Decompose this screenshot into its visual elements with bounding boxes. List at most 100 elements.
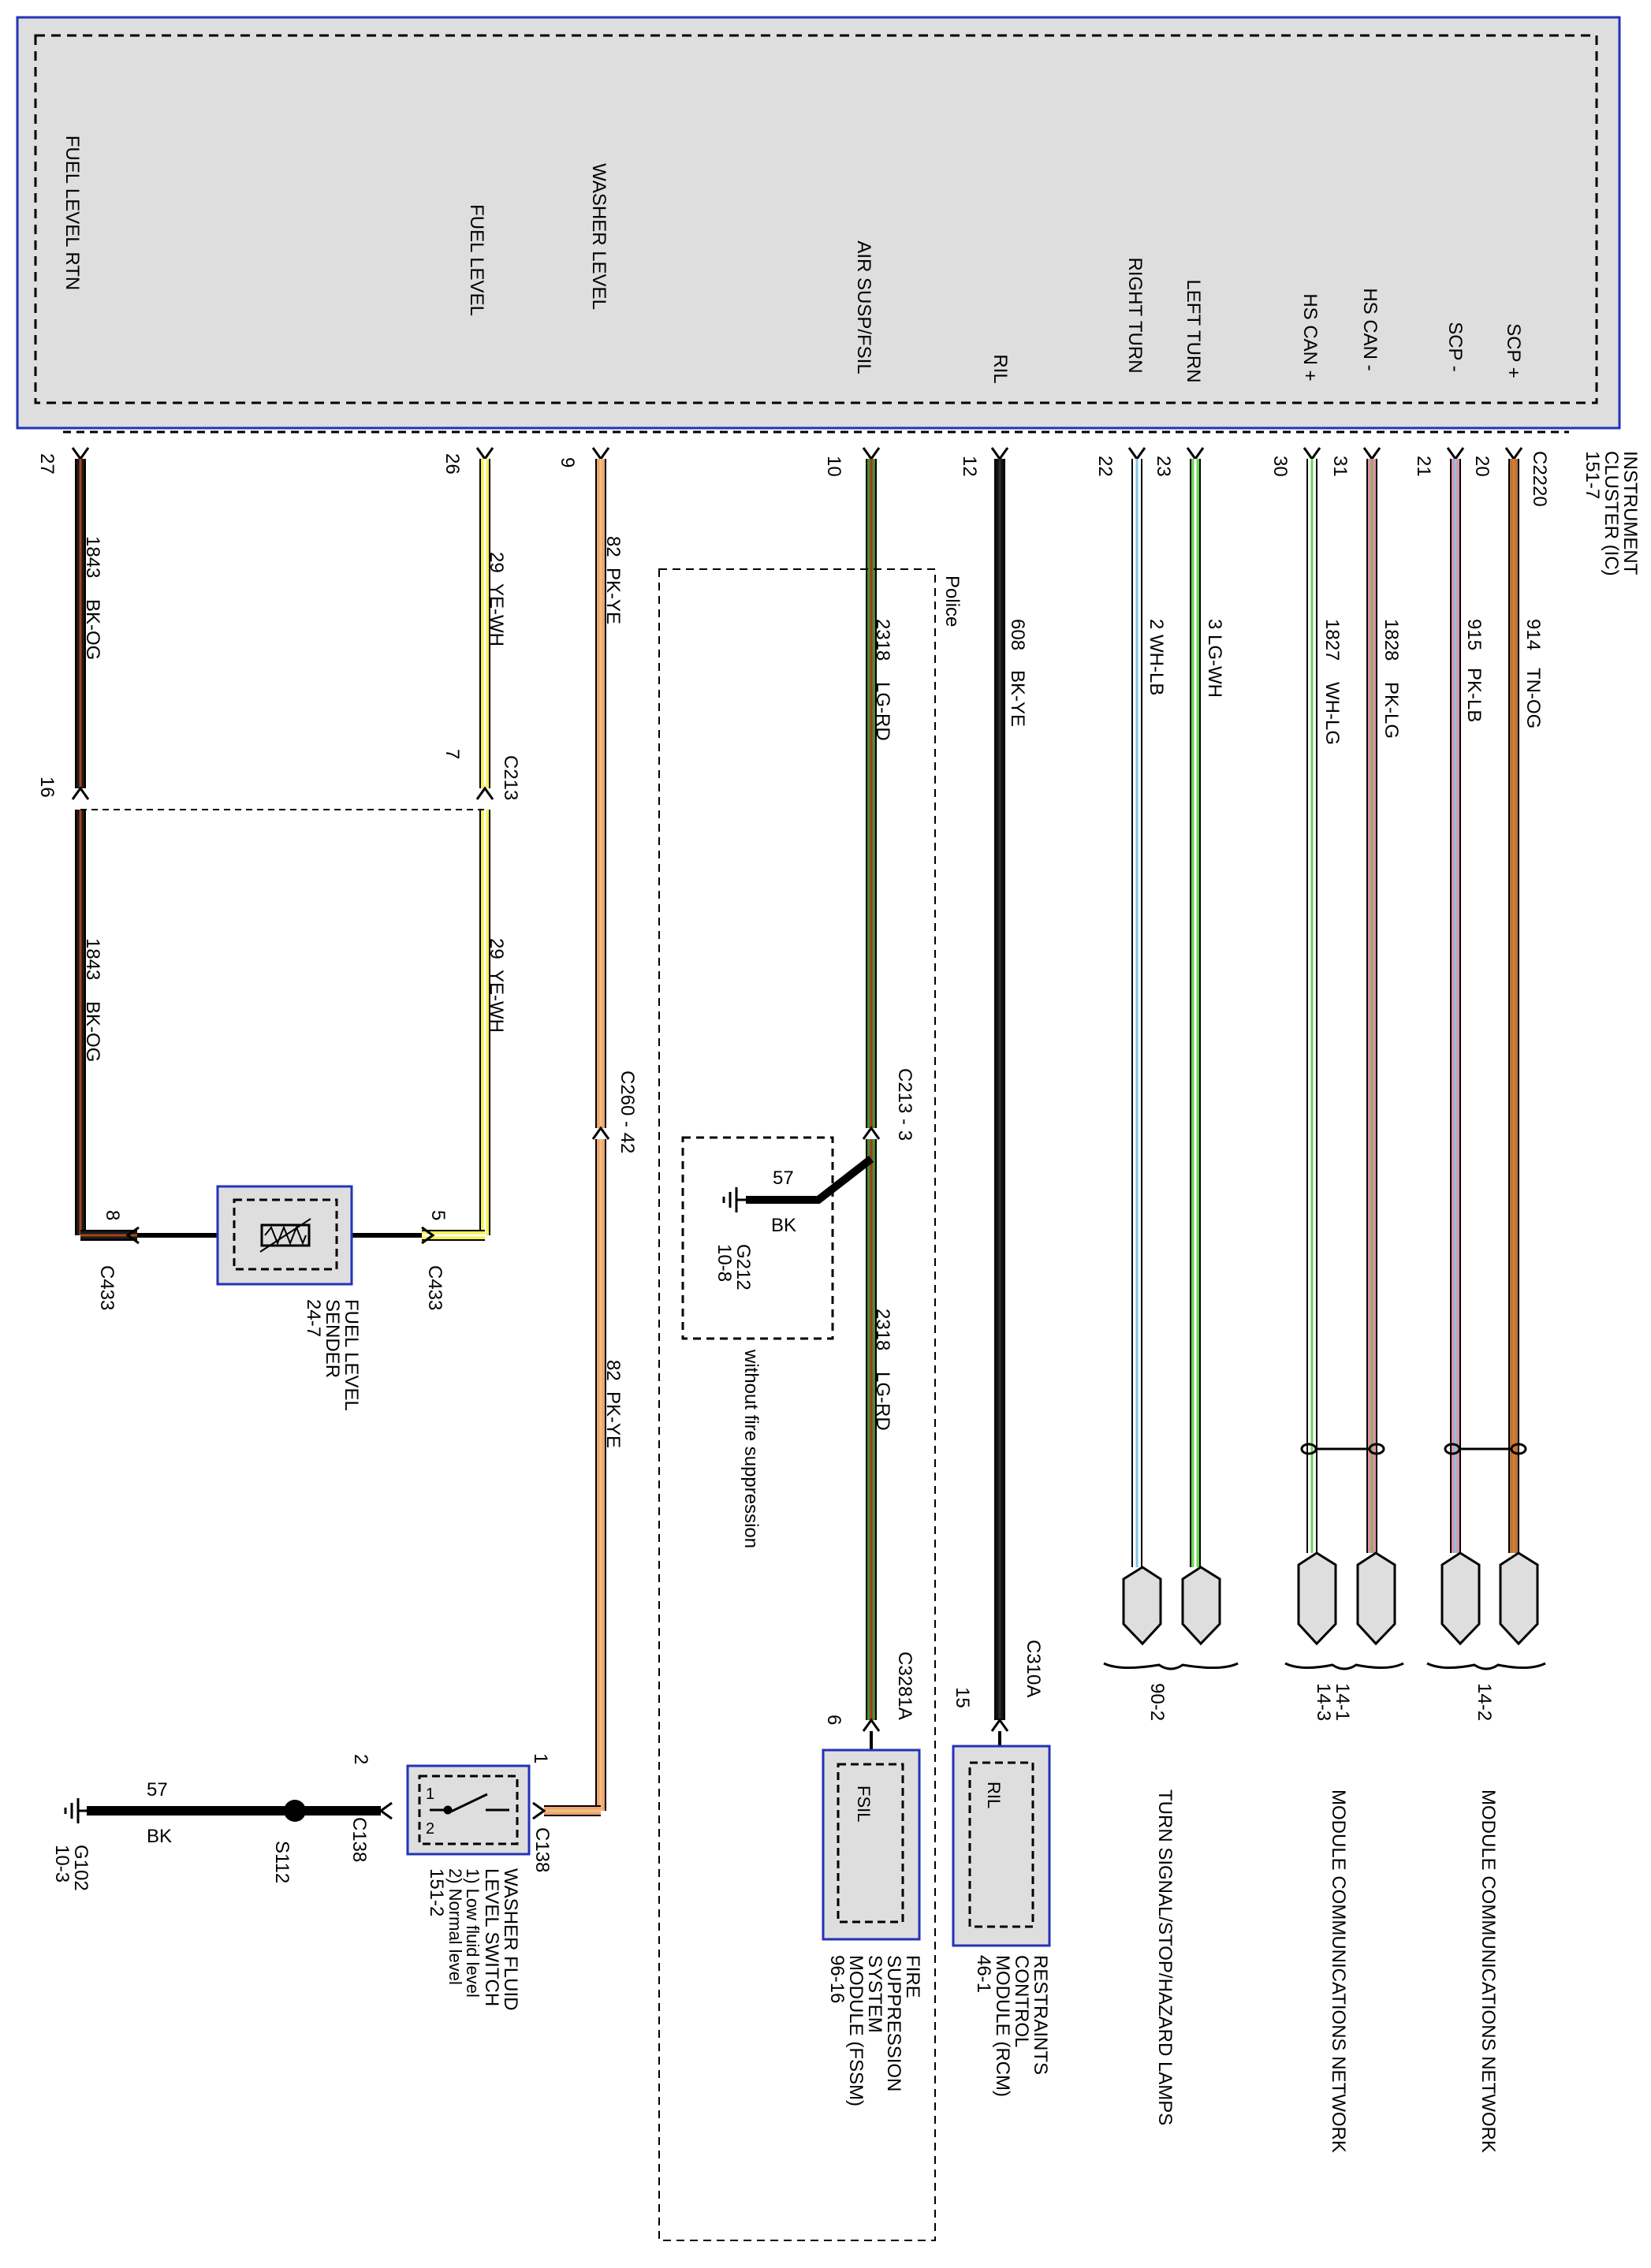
wire-label-washer-circuit: 82 — [602, 536, 624, 557]
wire-label-air-circuit: 2318 — [872, 619, 893, 661]
arrow-ril — [990, 447, 1009, 461]
fssm-title-line5: 96-16 — [826, 1955, 848, 2003]
ground-g212-name: G212 — [732, 1244, 754, 1290]
dest-arrow-hs-can-plus — [1297, 1551, 1337, 1646]
switch-inner-dashed — [418, 1775, 519, 1845]
rcm-title-line1: RESTRAINTS — [1030, 1955, 1051, 2075]
resistor-arrow-icon — [259, 1218, 311, 1253]
c138-arrow-in — [532, 1801, 546, 1820]
switch-title-line1: WASHER FLUID — [500, 1868, 521, 2010]
washer-switch: 1 2 1 2 C138 C138 WASHER FLUID LEVEL SWI… — [348, 1753, 553, 2010]
c213-arrow-fuel-rtn — [71, 786, 90, 800]
c3281a-label: C3281A — [894, 1652, 915, 1720]
pin-number-hs-can-plus: 30 — [1269, 456, 1291, 477]
arrow-fuel-rtn — [71, 447, 90, 461]
wire-label-washer-color-2: PK-YE — [602, 1391, 624, 1448]
without-fire-label: without fire suppression — [740, 1349, 762, 1548]
destination-labels: 90-2 TURN SIGNAL/STOP/HAZARD LAMPS 14-1 … — [1146, 1683, 1499, 2153]
splice-s112-label: S112 — [271, 1841, 293, 1883]
ground-g102-ref: 10-3 — [51, 1845, 73, 1883]
c138-pin-out: 2 — [350, 1754, 371, 1764]
c213-pin-fuel-level: 7 — [442, 749, 463, 759]
wire-label-hs-can-minus-circuit: 1828 — [1381, 619, 1402, 661]
pin-number-fuel-rtn: 27 — [36, 453, 58, 475]
switch-pos1: 1 — [426, 1786, 434, 1803]
twisted-pair-markers — [1300, 1443, 1527, 1455]
c433-arrow-left — [125, 1226, 140, 1245]
wire-label-fuel-level-color-2: YE-WH — [486, 970, 507, 1033]
ground-g102-icon — [64, 1798, 87, 1823]
dest-arrow-scp-minus — [1440, 1551, 1481, 1646]
brace-turn — [1103, 1662, 1239, 1670]
dest-turn-ref: 90-2 — [1146, 1683, 1168, 1721]
wire-label-left-turn-circuit: 3 — [1204, 619, 1225, 629]
dest-hscan-ref1: 14-1 — [1332, 1683, 1353, 1721]
wire-label-hs-can-minus-color: PK-LG — [1381, 682, 1402, 739]
pin-label-hs-can-plus: HS CAN + — [1299, 293, 1321, 381]
c260-label: C260 - 42 — [617, 1071, 638, 1153]
wire-label-fuel-rtn-color-2: BK-OG — [82, 1001, 103, 1062]
wire-label-hs-can-plus-color: WH-LG — [1321, 682, 1343, 745]
instrument-cluster: FUEL LEVEL RTN FUEL LEVEL WASHER LEVEL A… — [16, 16, 1641, 576]
pin-label-ril: RIL — [989, 354, 1011, 383]
wire-label-fuel-rtn-color: BK-OG — [82, 599, 103, 660]
ground-symbol-icon — [722, 1187, 746, 1212]
pin-label-scp-plus: SCP + — [1503, 323, 1524, 378]
rcm-inner-label: RIL — [984, 1782, 1004, 1808]
wire-label-right-turn-color: WH-LB — [1146, 635, 1167, 695]
arrow-hs-can-plus — [1303, 447, 1321, 461]
arrow-scp-plus — [1504, 447, 1523, 461]
cluster-title-line1: INSTRUMENT — [1619, 451, 1641, 575]
ground-g102-color: BK — [147, 1826, 172, 1847]
dest-arrow-scp-plus — [1499, 1551, 1539, 1646]
ground-g102-name: G102 — [70, 1845, 91, 1891]
c310a-pin: 15 — [952, 1687, 973, 1708]
pin-number-scp-plus: 20 — [1471, 456, 1493, 477]
brace-hscan — [1284, 1662, 1404, 1670]
c138-pin-in: 1 — [530, 1753, 551, 1763]
pin-number-ril: 12 — [959, 456, 980, 477]
c138-label-in: C138 — [531, 1827, 553, 1872]
wire-label-left-turn-color: LG-WH — [1204, 635, 1225, 698]
pin-numbers: 27 26 9 10 12 22 23 30 31 21 20 — [36, 453, 1493, 477]
cluster-inner-dashed — [34, 34, 1598, 404]
c433-label-left: C433 — [96, 1265, 117, 1310]
c260-arrow — [591, 1126, 610, 1140]
pin-label-air-susp: AIR SUSP/FSIL — [853, 240, 874, 374]
pin-label-hs-can-minus: HS CAN - — [1359, 288, 1381, 371]
without-fire-dashed-box — [681, 1136, 834, 1340]
brace-scp — [1426, 1662, 1546, 1670]
dest-scp-ref: 14-2 — [1474, 1683, 1495, 1721]
dest-arrow-hs-can-minus — [1356, 1551, 1396, 1646]
pin-label-left-turn: LEFT TURN — [1183, 279, 1204, 382]
pin-label-fuel-level: FUEL LEVEL — [466, 204, 487, 316]
c2133-label: C213 - 3 — [894, 1068, 915, 1141]
ground-g102-group: 57 BK S112 G102 10-3 — [51, 1779, 381, 1891]
fssm-inner-dashed — [837, 1763, 904, 1924]
destination-arrows — [1122, 1551, 1539, 1646]
wire-label-fuel-level-circuit: 29 — [486, 552, 507, 573]
wire-label-right-turn-circuit: 2 — [1146, 619, 1167, 629]
wire-label-scp-plus-color: TN-OG — [1522, 668, 1544, 728]
c213-arrow-fuel-level — [475, 786, 494, 800]
wire-label-hs-can-plus-circuit: 1827 — [1321, 619, 1343, 661]
wire-label-air-color-2: LG-RD — [872, 1372, 893, 1431]
arrow-fuel-level — [475, 447, 494, 461]
arrow-scp-minus — [1446, 447, 1465, 461]
dest-arrow-right-turn — [1122, 1566, 1162, 1646]
pin-number-washer: 9 — [557, 457, 578, 467]
c213-label: C213 — [500, 755, 521, 800]
rcm-title-line3: MODULE (RCM) — [992, 1955, 1013, 2097]
c3281a-pin: 6 — [823, 1715, 844, 1725]
wire-label-fuel-rtn-circuit-2: 1843 — [82, 938, 103, 980]
c138-label-out: C138 — [348, 1817, 370, 1862]
arrow-left-turn — [1186, 447, 1205, 461]
ground-g212-circuit: 57 — [773, 1168, 794, 1189]
arrow-hs-can-minus — [1362, 447, 1381, 461]
wire-label-scp-minus-circuit: 915 — [1463, 619, 1485, 650]
dest-scp-label: MODULE COMMUNICATIONS NETWORK — [1478, 1789, 1499, 2153]
wire-label-fuel-level-color: YE-WH — [486, 583, 507, 646]
pin-label-fuel-rtn: FUEL LEVEL RTN — [61, 136, 83, 291]
splice-s112-icon — [284, 1800, 306, 1822]
